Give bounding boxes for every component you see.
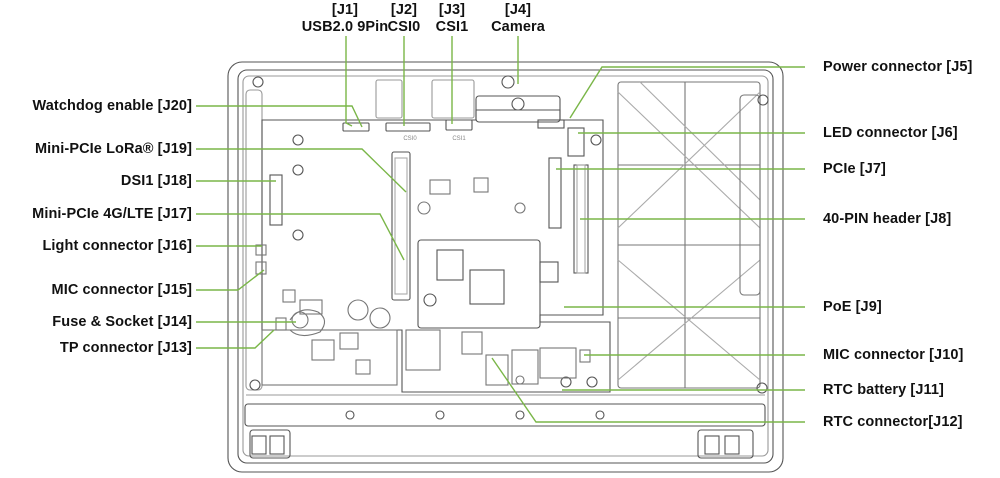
leader-j1 xyxy=(345,36,353,127)
label-j18: DSI1 [J18] xyxy=(120,173,192,189)
leader-j5 xyxy=(569,66,805,119)
label-j1-name: USB2.0 9Pin xyxy=(301,19,389,35)
rib-structure xyxy=(617,81,761,389)
label-j2: [J2] CSI0 xyxy=(374,2,434,36)
leader-j15 xyxy=(196,269,265,291)
compute-module xyxy=(417,239,559,329)
pcie-header xyxy=(548,157,589,274)
bottom-bar xyxy=(244,403,766,459)
leader-j17 xyxy=(196,213,405,261)
label-j3: [J3] CSI1 xyxy=(424,2,480,36)
label-j4-name: Camera xyxy=(491,19,545,35)
label-j16: Light connector [J16] xyxy=(42,238,192,254)
silkscreen-csi0: CSI0 xyxy=(403,136,417,142)
enclosure-inner xyxy=(237,69,774,464)
label-j14: Fuse & Socket [J14] xyxy=(52,314,192,330)
label-j1: [J1] USB2.0 9Pin xyxy=(270,2,420,36)
label-j7: PCIe [J7] xyxy=(823,161,886,177)
enclosure-outer xyxy=(227,61,784,473)
label-j5: Power connector [J5] xyxy=(823,59,973,75)
leader-j19 xyxy=(196,148,407,193)
label-j17: Mini-PCIe 4G/LTE [J17] xyxy=(32,206,192,222)
label-j9: PoE [J9] xyxy=(823,299,882,315)
label-j13: TP connector [J13] xyxy=(59,340,192,356)
label-j10: MIC connector [J10] xyxy=(823,347,964,363)
carrier-board xyxy=(261,109,611,393)
label-j12: RTC connector[J12] xyxy=(823,414,963,430)
label-j4: [J4] Camera xyxy=(478,2,558,36)
label-j1-code: [J1] xyxy=(331,2,359,18)
label-j2-code: [J2] xyxy=(390,2,418,18)
leader-j13 xyxy=(196,329,275,349)
label-j3-name: CSI1 xyxy=(435,19,469,35)
label-j20: Watchdog enable [J20] xyxy=(32,98,192,114)
label-j11: RTC battery [J11] xyxy=(823,382,944,398)
label-j2-name: CSI0 xyxy=(387,19,421,35)
silkscreen-csi1: CSI1 xyxy=(452,136,466,142)
label-j19: Mini-PCIe LoRa® [J19] xyxy=(35,141,192,157)
top-connectors xyxy=(342,75,585,157)
label-j4-code: [J4] xyxy=(504,2,532,18)
label-j6: LED connector [J6] xyxy=(823,125,958,141)
board-components xyxy=(255,177,591,386)
label-j3-code: [J3] xyxy=(438,2,466,18)
label-j8: 40-PIN header [J8] xyxy=(823,211,952,227)
leader-j20 xyxy=(196,105,363,128)
label-j15: MIC connector [J15] xyxy=(51,282,192,298)
screws xyxy=(249,76,769,394)
mini-pcie-slots xyxy=(391,151,411,301)
callout-lines xyxy=(196,36,805,423)
leader-j12 xyxy=(491,357,805,423)
